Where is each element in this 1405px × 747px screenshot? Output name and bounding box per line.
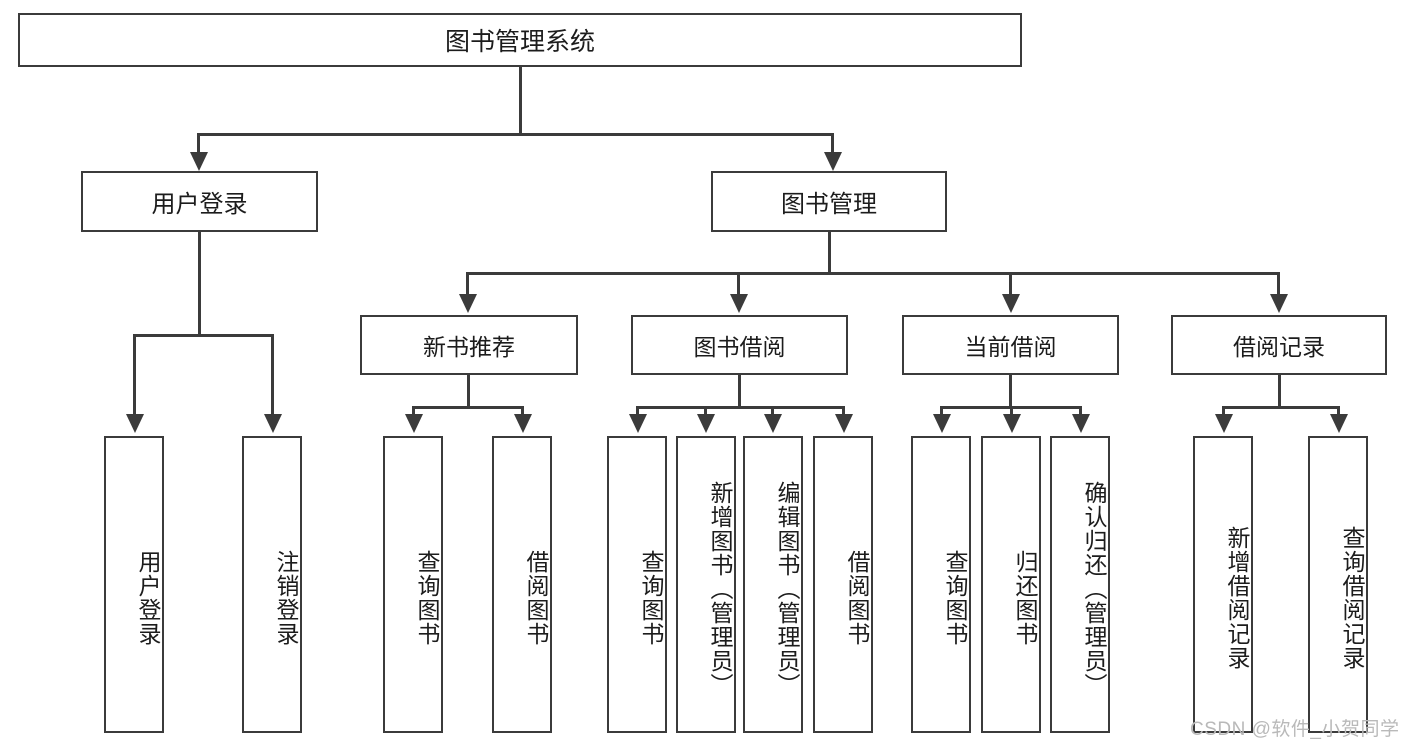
edge-bb-stem: [738, 375, 741, 408]
edge-bb-drop-1: [636, 406, 639, 418]
edge-br-drop-1: [1222, 406, 1225, 418]
edge-bb-bus: [636, 406, 845, 409]
leaf-edit-book-admin[interactable]: 编辑图书（管理员）: [743, 436, 803, 733]
node-label: 图书管理系统: [444, 28, 595, 56]
arrow-br-leaf-1: [1215, 414, 1233, 433]
edge-nbr-bus: [412, 406, 524, 409]
node-book-management[interactable]: 图书管理: [711, 171, 947, 232]
edge-user-login-bus: [133, 334, 274, 337]
node-new-book-recommend[interactable]: 新书推荐: [360, 315, 578, 375]
node-label: 查询图书: [638, 549, 664, 646]
watermark-text: CSDN @软件_小贺同学: [1190, 719, 1400, 740]
node-label: 图书管理: [781, 191, 877, 218]
edge-nbr-stem: [467, 375, 470, 408]
node-borrow-record[interactable]: 借阅记录: [1171, 315, 1387, 375]
leaf-confirm-return-admin[interactable]: 确认归还（管理员）: [1050, 436, 1110, 733]
node-root-system[interactable]: 图书管理系统: [18, 13, 1022, 67]
arrow-bb-leaf-1: [629, 414, 647, 433]
arrow-to-book-borrow: [730, 294, 748, 313]
leaf-borrow-book-bb[interactable]: 借阅图书: [813, 436, 873, 733]
arrow-to-leaf-logout: [264, 414, 282, 433]
arrow-cb-leaf-1: [933, 414, 951, 433]
node-label: 编辑图书（管理员）: [774, 480, 800, 697]
edge-root-bus: [197, 133, 834, 136]
arrow-br-leaf-2: [1330, 414, 1348, 433]
node-current-borrow[interactable]: 当前借阅: [902, 315, 1119, 375]
arrow-root-to-book-mgmt: [824, 152, 842, 171]
edge-root-to-book-mgmt: [831, 133, 834, 157]
leaf-query-book-bb[interactable]: 查询图书: [607, 436, 667, 733]
node-label: 借阅图书: [523, 549, 549, 646]
edge-nbr-drop-1: [412, 406, 415, 418]
edge-bb-drop-2: [704, 406, 707, 418]
edge-bb-drop-3: [771, 406, 774, 418]
arrow-to-new-book-recommend: [459, 294, 477, 313]
edge-br-drop-2: [1337, 406, 1340, 418]
arrow-cb-leaf-2: [1003, 414, 1021, 433]
node-label: 新增借阅记录: [1224, 525, 1250, 670]
arrow-bb-leaf-4: [835, 414, 853, 433]
edge-book-mgmt-drop-1: [466, 272, 469, 298]
arrow-bb-leaf-2: [697, 414, 715, 433]
leaf-borrow-book-nbr[interactable]: 借阅图书: [492, 436, 552, 733]
node-label: 查询图书: [942, 549, 968, 646]
node-label: 用户登录: [151, 191, 248, 218]
edge-cb-drop-3: [1079, 406, 1082, 418]
arrow-to-leaf-user-login: [126, 414, 144, 433]
edge-book-mgmt-stem: [828, 232, 831, 275]
edge-user-login-drop-1: [133, 334, 136, 417]
edge-user-login-stem: [198, 232, 201, 336]
node-label: 查询图书: [414, 549, 440, 646]
node-label: 用户登录: [135, 549, 161, 646]
node-book-borrow[interactable]: 图书借阅: [631, 315, 848, 375]
leaf-user-login[interactable]: 用户登录: [104, 436, 164, 733]
arrow-to-borrow-record: [1270, 294, 1288, 313]
arrow-nbr-leaf-2: [514, 414, 532, 433]
arrow-bb-leaf-3: [764, 414, 782, 433]
node-label: 确认归还（管理员）: [1081, 480, 1107, 697]
edge-br-stem: [1278, 375, 1281, 408]
node-label: 图书借阅: [693, 334, 786, 360]
node-label: 借阅图书: [844, 549, 870, 646]
edge-root-to-user-login: [197, 133, 200, 157]
node-label: 当前借阅: [964, 334, 1057, 360]
edge-user-login-drop-2: [271, 334, 274, 417]
node-label: 新书推荐: [423, 334, 515, 360]
leaf-logout[interactable]: 注销登录: [242, 436, 302, 733]
edge-book-mgmt-drop-4: [1277, 272, 1280, 298]
arrow-nbr-leaf-1: [405, 414, 423, 433]
arrow-root-to-user-login: [190, 152, 208, 171]
node-label: 归还图书: [1012, 549, 1038, 646]
arrow-to-current-borrow: [1002, 294, 1020, 313]
node-label: 借阅记录: [1233, 334, 1325, 360]
node-user-login[interactable]: 用户登录: [81, 171, 318, 232]
leaf-query-book-nbr[interactable]: 查询图书: [383, 436, 443, 733]
node-label: 查询借阅记录: [1339, 525, 1365, 670]
edge-nbr-drop-2: [521, 406, 524, 418]
edge-book-mgmt-drop-3: [1009, 272, 1012, 298]
edge-book-mgmt-drop-2: [737, 272, 740, 298]
edge-cb-drop-1: [940, 406, 943, 418]
edge-book-mgmt-bus: [466, 272, 1280, 275]
leaf-return-book[interactable]: 归还图书: [981, 436, 1041, 733]
node-label: 注销登录: [273, 549, 299, 646]
leaf-add-borrow-record[interactable]: 新增借阅记录: [1193, 436, 1253, 733]
leaf-add-book-admin[interactable]: 新增图书（管理员）: [676, 436, 736, 733]
node-label: 新增图书（管理员）: [707, 480, 733, 697]
leaf-query-borrow-record[interactable]: 查询借阅记录: [1308, 436, 1368, 733]
edge-cb-drop-2: [1010, 406, 1013, 418]
edge-br-bus: [1222, 406, 1340, 409]
edge-root-stem: [519, 67, 522, 136]
leaf-query-book-cb[interactable]: 查询图书: [911, 436, 971, 733]
edge-bb-drop-4: [842, 406, 845, 418]
arrow-cb-leaf-3: [1072, 414, 1090, 433]
edge-cb-stem: [1009, 375, 1012, 408]
